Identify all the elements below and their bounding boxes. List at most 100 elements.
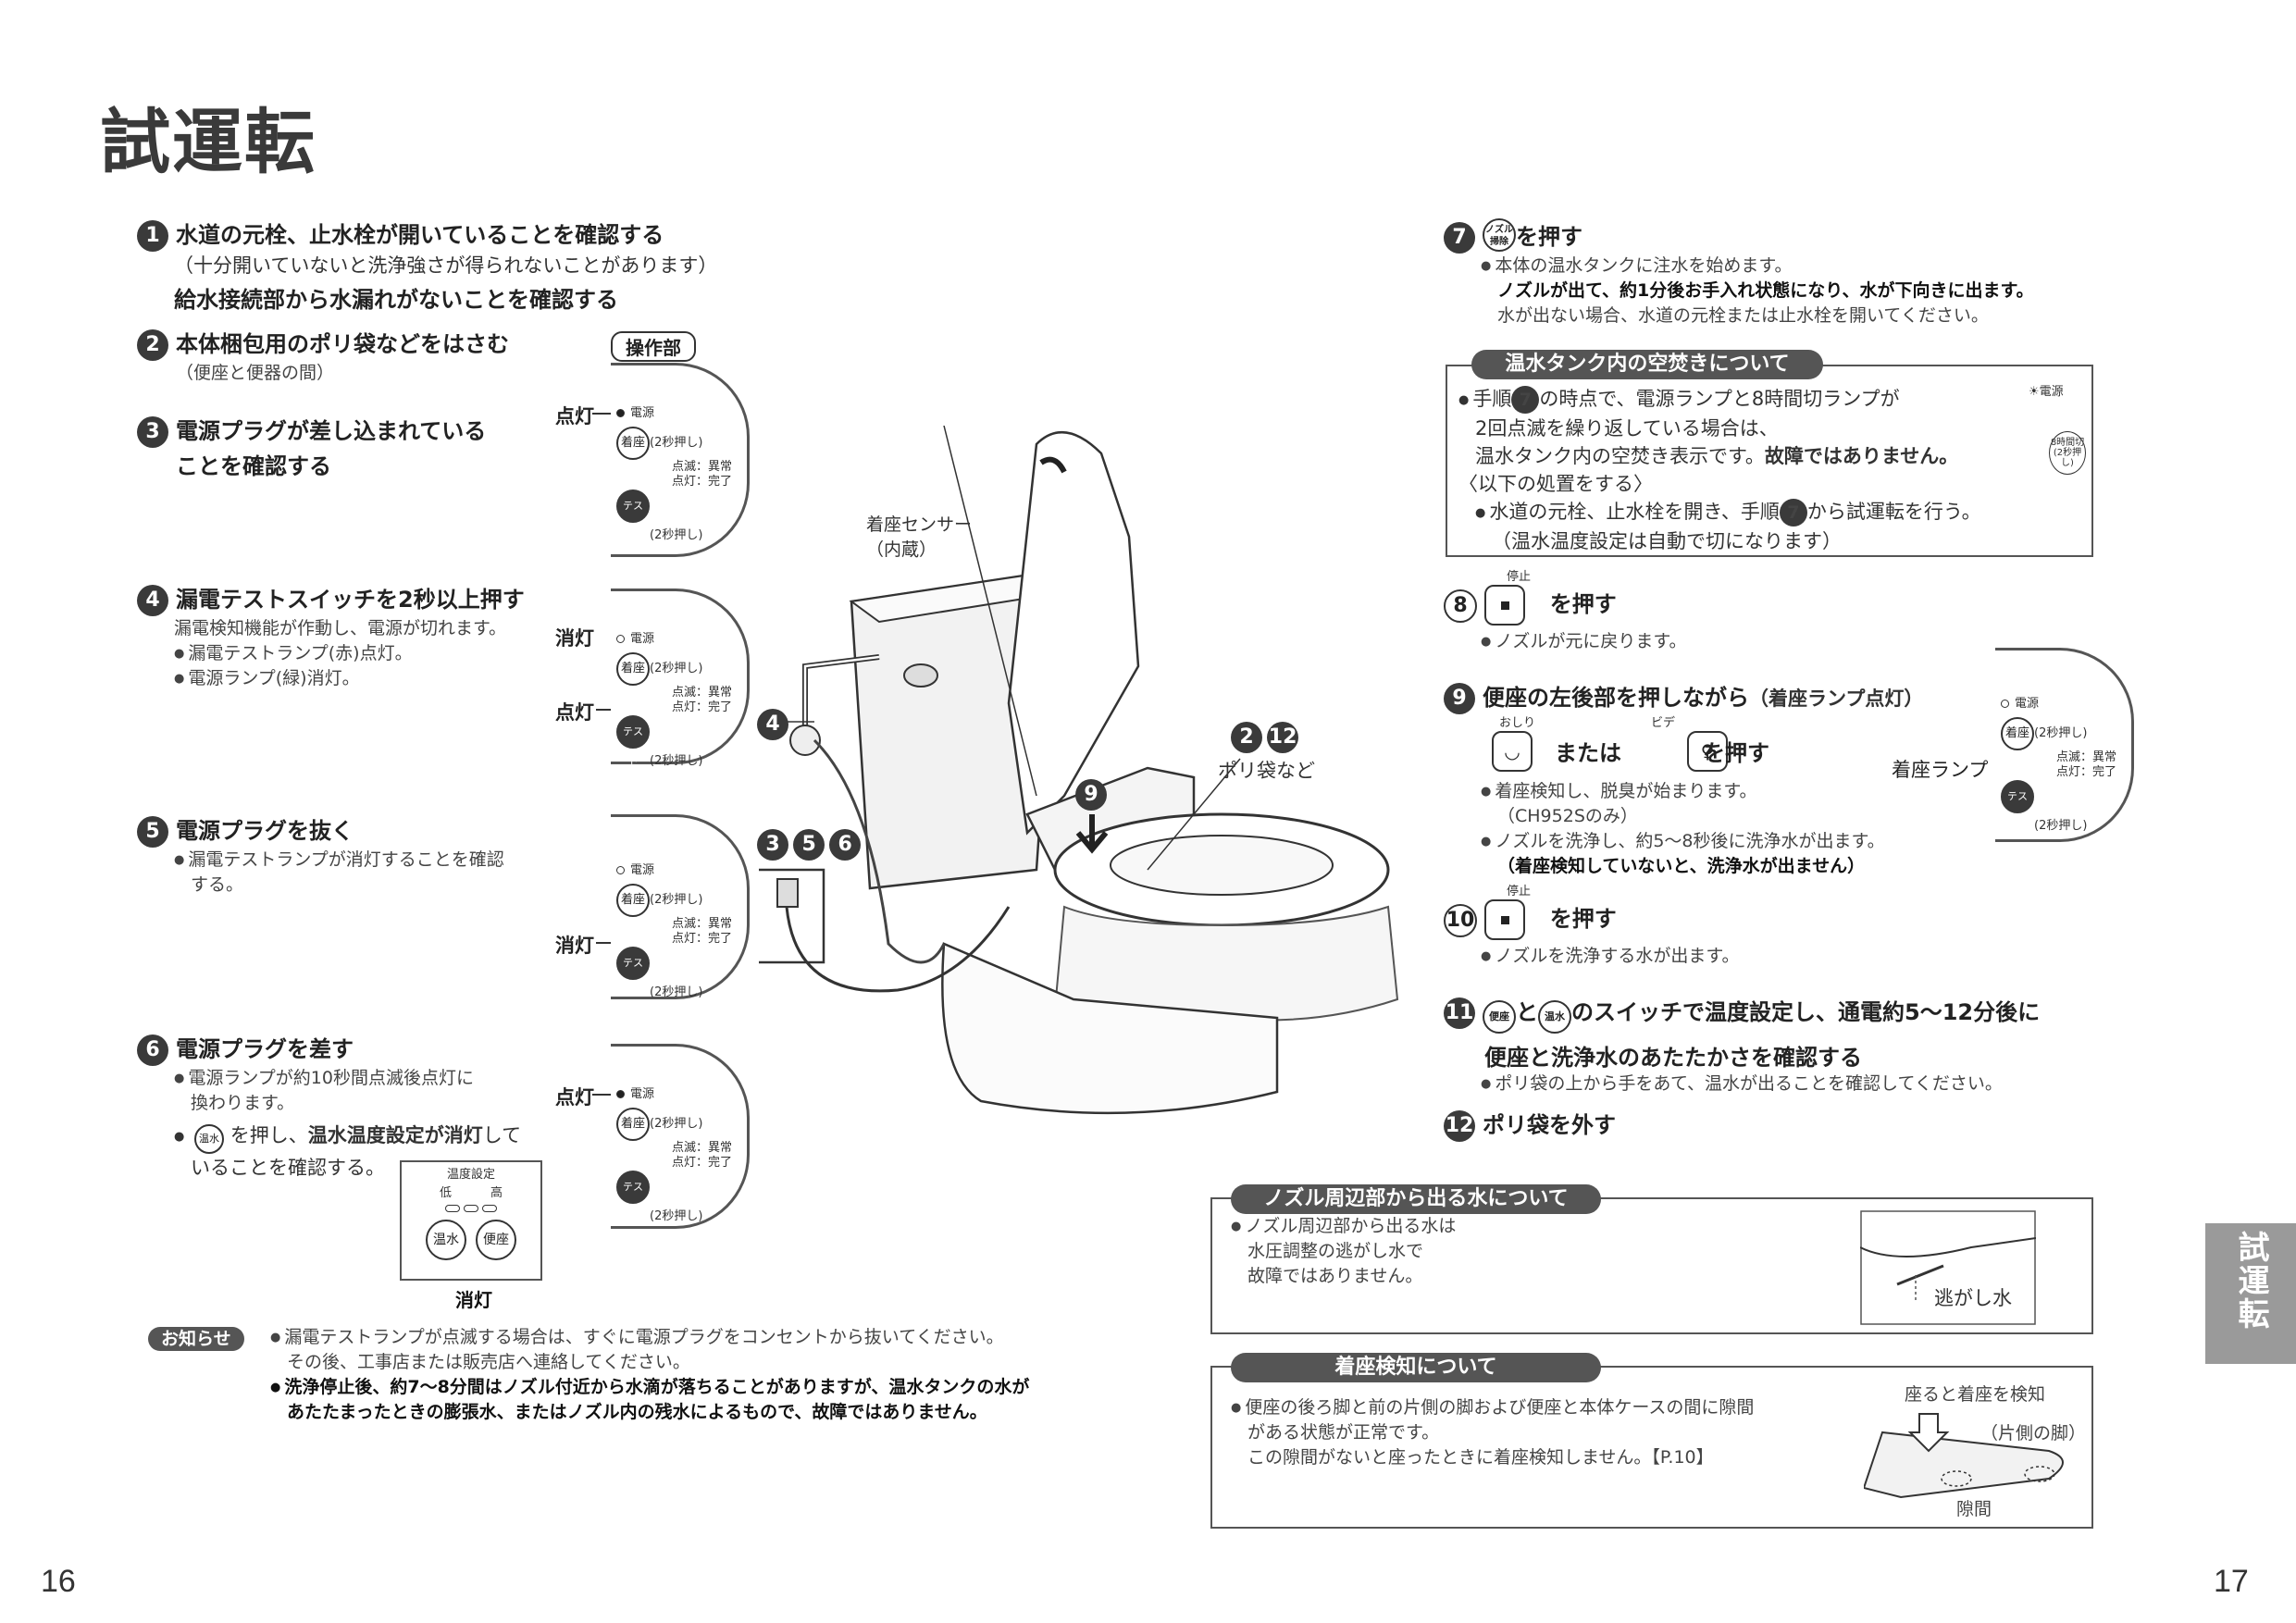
- box-head-label: 温水タンク内の空焚きについて: [1471, 350, 1823, 379]
- box-line: 故障ではありません。: [1247, 1266, 1423, 1286]
- step-10: 停止 10 を押す ノズルを洗浄する水が出ます。: [1444, 885, 1999, 969]
- lamp-note: 点灯：完了: [672, 932, 733, 946]
- panel2-status-top: 消灯: [555, 627, 594, 650]
- hold-note: (2秒押し): [650, 893, 703, 907]
- callout-number: 3: [757, 829, 788, 861]
- bidet-button[interactable]: ♀: [1687, 731, 1729, 772]
- bag-label: ポリ袋など: [1218, 760, 1315, 782]
- nozzle-clean-button[interactable]: ノズル掃除: [1483, 218, 1516, 252]
- hold-note: (2秒押し): [650, 754, 703, 768]
- callout-number: 2: [1231, 722, 1262, 753]
- operation-panel-3: 電源 着座(2秒押し) 点滅：異常 点灯：完了 テスト(2秒押し): [611, 814, 750, 999]
- side-tab-label: 試運転: [2232, 1231, 2269, 1331]
- side-tab: 試運転: [2205, 1223, 2296, 1364]
- box-line: がある状態が正常です。: [1247, 1422, 1440, 1443]
- test-button[interactable]: テスト: [616, 947, 650, 998]
- box-nozzle-head: ノズル周辺部から出る水について: [1231, 1184, 1601, 1214]
- operation-panel-1: 電源 着座(2秒押し) 点滅：異常 点灯：完了 テスト(2秒押し): [611, 363, 750, 557]
- lid-edge: [1039, 456, 1067, 474]
- seat-sensor-button[interactable]: 着座: [616, 427, 650, 460]
- temp-lamp: [445, 1205, 460, 1212]
- text: から試運転を行う。: [1806, 501, 1981, 523]
- step-number: 7: [1444, 222, 1475, 254]
- hot-water-button[interactable]: 温水: [426, 1220, 466, 1260]
- notice-badge: お知らせ: [148, 1325, 244, 1351]
- box-line: 便座の後ろ脚と前の片側の脚および便座と本体ケースの間に隙間: [1231, 1395, 1823, 1420]
- notice-line: 洗浄停止後、約7～8分間はノズル付近から水滴が落ちることがありますが、温水タンク…: [270, 1375, 1140, 1400]
- box-head-label: 着座検知について: [1231, 1353, 1601, 1382]
- stop-button[interactable]: [1484, 585, 1526, 626]
- rear-wash-button[interactable]: ◡: [1492, 731, 1533, 772]
- text: を押し、: [230, 1124, 308, 1146]
- hot-water-button-icon: 温水: [194, 1124, 225, 1154]
- step-number: 5: [137, 816, 168, 848]
- box-lamp-1: ☀電源: [2029, 385, 2064, 399]
- seat-sensor-button[interactable]: 着座: [616, 884, 650, 917]
- power-lamp: [616, 635, 625, 643]
- power-label: 電源: [630, 406, 655, 420]
- step-line: （着座検知していないと、洗浄水が出ません）: [1497, 856, 1866, 876]
- test-button[interactable]: テスト: [616, 715, 650, 767]
- step-title: を押す: [1549, 591, 1617, 617]
- step-number: 4: [137, 585, 168, 616]
- test-button[interactable]: テスト: [616, 1171, 650, 1222]
- step-number: 6: [137, 1035, 168, 1066]
- text-bold: 温水温度設定が消灯: [307, 1124, 483, 1146]
- water-pipe-inner: [803, 655, 880, 731]
- page-title: 試運転: [100, 101, 316, 183]
- hold-note: (2秒押し): [650, 528, 703, 542]
- power-cord: [785, 906, 1011, 993]
- hold-note: (2秒押し): [650, 662, 703, 675]
- temp-high: 高: [490, 1186, 503, 1200]
- stop-valve: [789, 725, 821, 756]
- temp-lamp: [482, 1205, 497, 1212]
- box-line: ノズル周辺部から出る水は: [1231, 1214, 1456, 1239]
- step-note: （便座と便器の間）: [176, 363, 335, 383]
- temp-lamp: [464, 1205, 478, 1212]
- step-note: 漏電検知機能が作動し、電源が切れます。: [174, 618, 507, 638]
- seat-sensor-button[interactable]: 着座: [616, 652, 650, 686]
- seat-button[interactable]: 便座: [476, 1220, 516, 1260]
- step-title: 水道の元栓、止水栓が開いていることを確認する: [176, 222, 664, 248]
- text: の時点で、電源ランプと8時間切ランプが: [1539, 388, 1900, 410]
- box-line: 2回点滅を繰り返している場合は、: [1475, 417, 1779, 440]
- hold-note: (2秒押し): [650, 1209, 703, 1223]
- step-bullet: ノズルを洗浄し、約5～8秒後に洗浄水が出ます。: [1481, 829, 1962, 854]
- toilet-bowl: [941, 942, 1279, 1115]
- temp-title: 温度設定: [446, 1168, 495, 1182]
- seat-sensor-button[interactable]: 着座: [616, 1108, 650, 1141]
- step-title-2: 便座と洗浄水のあたたかさを確認する: [1484, 1045, 1862, 1071]
- test-button[interactable]: テスト: [616, 489, 650, 541]
- box-nozzle-water: ノズル周辺部から出る水について ノズル周辺部から出る水は 水圧調整の逃がし水で …: [1210, 1184, 2093, 1334]
- box-tank-head: 温水タンク内の空焚きについて: [1471, 350, 1823, 379]
- power-lamp: [616, 409, 625, 417]
- sensor-label-2: （内蔵）: [866, 539, 937, 560]
- stop-button[interactable]: [1484, 899, 1526, 940]
- lamp-note: 点灯：完了: [672, 1156, 733, 1170]
- seat-gap-figure: [1864, 1413, 2064, 1499]
- temp-setting-panel: 温度設定 低 高 温水 便座: [400, 1160, 542, 1281]
- seat-fig-label-1: 座ると着座を検知: [1905, 1384, 2046, 1405]
- step-ref: 7: [1511, 386, 1540, 414]
- callout-356: 3 5 6: [757, 829, 862, 861]
- lamp-note: 点灯：完了: [2056, 765, 2117, 779]
- step-title: を押す: [1516, 224, 1582, 250]
- step-line: ノズルが出て、約1分後お手入れ状態になり、水が下向きに出ます。: [1497, 280, 2034, 301]
- power-label: 電源: [630, 863, 655, 877]
- power-lamp: [616, 866, 625, 874]
- lamp-note: 点滅：異常: [2056, 750, 2117, 764]
- seat-sensor-button[interactable]: 着座: [2001, 717, 2034, 750]
- test-button[interactable]: テスト: [2001, 780, 2034, 832]
- water-temp-button[interactable]: 温水: [1538, 1000, 1571, 1034]
- seat-temp-button[interactable]: 便座: [1483, 1000, 1516, 1034]
- tank-lever: [903, 663, 938, 688]
- toilet-lid: [1007, 430, 1140, 836]
- callout-9: 9: [1075, 779, 1107, 811]
